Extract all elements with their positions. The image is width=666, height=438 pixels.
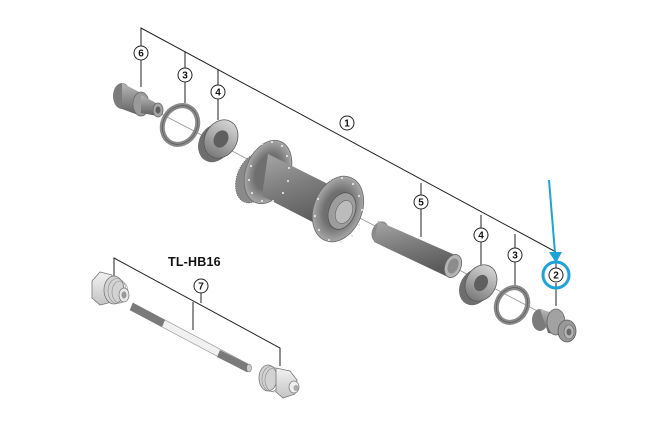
callout-number: 3 [512,251,518,262]
tool-leader-lines [113,257,281,366]
callout-4-left[interactable]: 4 [210,84,226,100]
part-dust-cap-right[interactable] [490,282,533,328]
tool-label: TL-HB16 [168,255,221,269]
part-bearing-left[interactable] [191,114,244,168]
part-sleeve[interactable] [368,219,464,280]
callout-number: 4 [215,88,221,99]
part-hub-shell[interactable] [228,133,372,249]
main-leader-line [140,27,557,253]
tool-nut-right[interactable] [258,364,300,399]
callout-number: 3 [182,71,188,82]
callout-5[interactable]: 5 [413,194,429,210]
callout-3-left[interactable]: 3 [177,67,193,83]
part-bearing-right[interactable] [453,259,503,311]
leader-lines [140,27,557,306]
callout-number: 1 [344,119,350,130]
tool-assembly[interactable]: 7 [91,257,300,399]
tool-threaded-rod[interactable] [129,302,252,373]
callout-2-highlighted[interactable]: 2 [541,252,571,290]
callout-number: 2 [553,271,559,282]
callout-number: 4 [478,231,484,242]
callout-number: 7 [198,282,204,293]
part-lock-nut-left[interactable] [113,83,164,118]
part-lock-nut-right[interactable] [532,308,577,343]
callout-1[interactable]: 1 [339,115,355,131]
part-dust-cap-left[interactable] [156,99,205,150]
pointer-arrow-icon [548,179,562,263]
callout-6[interactable]: 6 [133,45,149,61]
callout-3-right[interactable]: 3 [507,247,523,263]
callout-number: 6 [138,49,144,60]
callout-4-right[interactable]: 4 [473,227,489,243]
callout-7[interactable]: 7 [193,278,209,294]
callout-number: 5 [418,198,424,209]
tool-nut-left[interactable] [91,271,130,306]
